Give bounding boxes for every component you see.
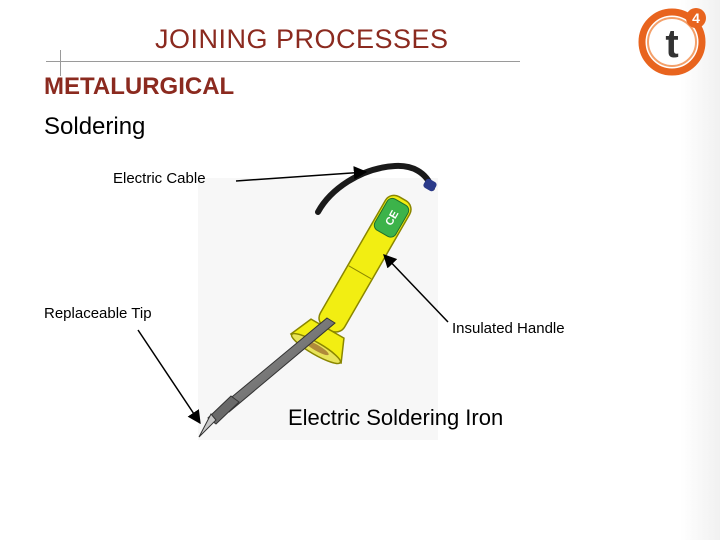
slide-subtitle: METALURGICAL (44, 73, 235, 100)
slide-title: JOINING PROCESSES (155, 24, 449, 54)
ce-badge (373, 197, 410, 238)
leader-insulated-handle (383, 254, 449, 323)
side-shade (680, 0, 720, 540)
t4-logo: t 4 (638, 8, 706, 76)
diagram-caption: Electric Soldering Iron (288, 405, 504, 430)
section-heading: Soldering (44, 113, 146, 140)
label-insulated-handle: Insulated Handle (452, 320, 565, 337)
leader-replaceable-tip (137, 329, 201, 425)
replaceable-tip (198, 317, 336, 438)
label-replaceable-tip: Replaceable Tip (44, 305, 152, 322)
label-electric-cable: Electric Cable (113, 170, 206, 187)
title-rule-mark (60, 50, 61, 76)
title-rule (46, 61, 520, 62)
logo-letter: t (665, 22, 678, 66)
cable-strain-relief (423, 178, 437, 192)
electric-cable (315, 162, 435, 215)
leader-electric-cable (235, 166, 368, 182)
logo-superscript: 4 (692, 10, 700, 26)
